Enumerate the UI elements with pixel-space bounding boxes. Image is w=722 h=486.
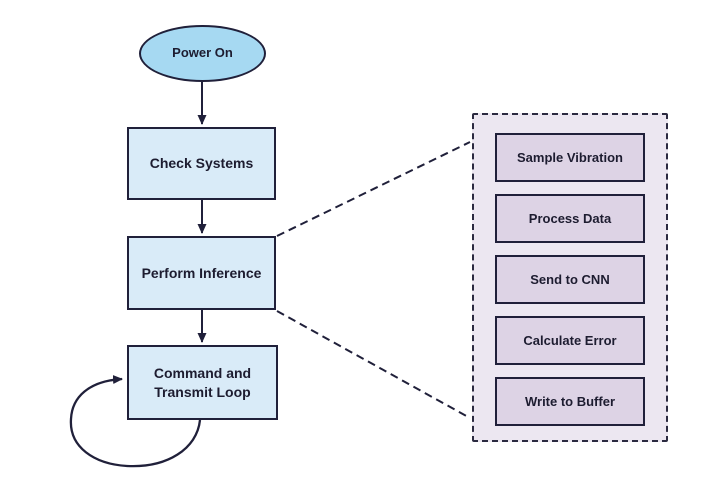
panel-item-send-to-cnn: Send to CNN xyxy=(495,255,645,304)
panel-item-label: Sample Vibration xyxy=(517,150,623,165)
panel-item-label: Send to CNN xyxy=(530,272,610,287)
node-perform-inference: Perform Inference xyxy=(127,236,276,310)
dashed-link-bottom xyxy=(276,310,471,419)
panel-item-sample-vibration: Sample Vibration xyxy=(495,133,645,182)
panel-item-label: Write to Buffer xyxy=(524,394,616,409)
node-power-on: Power On xyxy=(139,25,266,82)
panel-item-process-data: Process Data xyxy=(495,194,645,243)
panel-item-write-to-buffer: Write to Buffer xyxy=(495,377,645,426)
panel-item-label: Calculate Error xyxy=(523,333,617,348)
panel-item-calculate-error: Calculate Error xyxy=(495,316,645,365)
dashed-link-top xyxy=(276,141,471,237)
panel-item-label: Process Data xyxy=(528,211,612,226)
node-check-systems-label: Check Systems xyxy=(149,155,254,172)
self-loop-arrow-command xyxy=(69,375,202,468)
node-power-on-label: Power On xyxy=(172,45,233,61)
node-check-systems: Check Systems xyxy=(127,127,276,200)
node-perform-inference-label: Perform Inference xyxy=(141,264,262,281)
node-command-transmit-loop: Command and Transmit Loop xyxy=(127,345,278,420)
inference-detail-panel: Sample Vibration Process Data Send to CN… xyxy=(472,113,668,442)
node-command-transmit-loop-label: Command and Transmit Loop xyxy=(153,365,252,400)
